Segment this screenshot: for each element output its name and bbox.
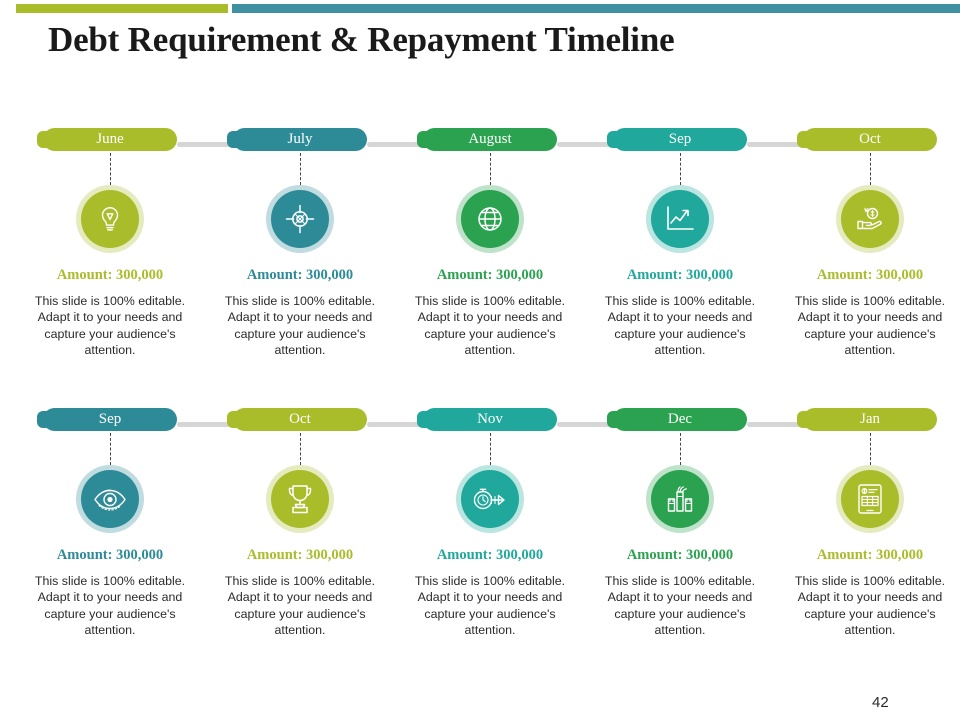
month-label: Nov: [477, 411, 503, 427]
month-pill-sep[interactable]: Sep: [37, 408, 177, 431]
dashed-connector: [109, 153, 111, 185]
amount-label: Amount: 300,000: [436, 267, 544, 283]
milestone-icon-badge[interactable]: [76, 465, 144, 533]
amount-label: Amount: 300,000: [56, 547, 164, 563]
dashed-connector: [109, 433, 111, 465]
milestone-description: This slide is 100% editable. Adapt it to…: [414, 294, 566, 358]
month-label: Dec: [667, 411, 693, 427]
month-pill-sep[interactable]: Sep: [607, 128, 747, 151]
month-label: Oct: [289, 411, 311, 427]
milestone-icon-badge[interactable]: [266, 185, 334, 253]
hand-money-icon: [841, 190, 899, 248]
amount-label: Amount: 300,000: [626, 547, 734, 563]
milestone-icon-badge[interactable]: [646, 465, 714, 533]
milestone-icon-badge[interactable]: [836, 465, 904, 533]
timeline-connector: [367, 142, 423, 147]
month-pill-oct[interactable]: Oct: [797, 128, 937, 151]
month-label: Sep: [668, 131, 692, 147]
dashed-connector: [299, 153, 301, 185]
month-label: Sep: [98, 411, 122, 427]
dashed-connector: [489, 433, 491, 465]
dashed-connector: [679, 153, 681, 185]
milestone-icon-badge[interactable]: [266, 465, 334, 533]
dashed-connector: [869, 153, 871, 185]
growth-chart-icon: [651, 190, 709, 248]
milestone-icon-badge[interactable]: [646, 185, 714, 253]
milestone-description: This slide is 100% editable. Adapt it to…: [794, 294, 946, 358]
timeline-connector: [177, 422, 233, 427]
trophy-icon: [271, 470, 329, 528]
month-pill-oct[interactable]: Oct: [227, 408, 367, 431]
dashed-connector: [869, 433, 871, 465]
milestone-icon-badge[interactable]: [76, 185, 144, 253]
timeline-connector: [747, 142, 803, 147]
eye-icon: [81, 470, 139, 528]
month-label: Oct: [859, 131, 881, 147]
milestone-icon-badge[interactable]: [456, 185, 524, 253]
dashed-connector: [489, 153, 491, 185]
month-label: June: [96, 131, 124, 147]
stopwatch-arrow-icon: [461, 470, 519, 528]
amount-label: Amount: 300,000: [246, 547, 354, 563]
milestone-description: This slide is 100% editable. Adapt it to…: [34, 294, 186, 358]
page-number: 42: [872, 694, 889, 711]
milestone-description: This slide is 100% editable. Adapt it to…: [224, 294, 376, 358]
target-icon: [271, 190, 329, 248]
month-label: August: [468, 131, 512, 147]
amount-label: Amount: 300,000: [436, 547, 544, 563]
milestone-description: This slide is 100% editable. Adapt it to…: [414, 574, 566, 638]
month-label: Jan: [860, 411, 880, 427]
month-pill-dec[interactable]: Dec: [607, 408, 747, 431]
tablet-invoice-icon: [841, 470, 899, 528]
amount-label: Amount: 300,000: [56, 267, 164, 283]
month-pill-august[interactable]: August: [417, 128, 557, 151]
month-pill-nov[interactable]: Nov: [417, 408, 557, 431]
hands-raised-icon: [651, 470, 709, 528]
dashed-connector: [299, 433, 301, 465]
amount-label: Amount: 300,000: [626, 267, 734, 283]
milestone-description: This slide is 100% editable. Adapt it to…: [34, 574, 186, 638]
page-title: Debt Requirement & Repayment Timeline: [48, 20, 675, 59]
globe-icon: [461, 190, 519, 248]
milestone-description: This slide is 100% editable. Adapt it to…: [604, 294, 756, 358]
timeline-connector: [557, 142, 613, 147]
milestone-description: This slide is 100% editable. Adapt it to…: [224, 574, 376, 638]
timeline-connector: [177, 142, 233, 147]
month-label: July: [287, 131, 313, 147]
month-pill-jan[interactable]: Jan: [797, 408, 937, 431]
amount-label: Amount: 300,000: [246, 267, 354, 283]
accent-bar-right: [232, 4, 960, 13]
milestone-description: This slide is 100% editable. Adapt it to…: [604, 574, 756, 638]
amount-label: Amount: 300,000: [816, 547, 924, 563]
lightbulb-icon: [81, 190, 139, 248]
month-pill-july[interactable]: July: [227, 128, 367, 151]
timeline-connector: [557, 422, 613, 427]
dashed-connector: [679, 433, 681, 465]
milestone-description: This slide is 100% editable. Adapt it to…: [794, 574, 946, 638]
month-pill-june[interactable]: June: [37, 128, 177, 151]
accent-bar-left: [16, 4, 228, 13]
timeline-connector: [367, 422, 423, 427]
amount-label: Amount: 300,000: [816, 267, 924, 283]
milestone-icon-badge[interactable]: [836, 185, 904, 253]
milestone-icon-badge[interactable]: [456, 465, 524, 533]
timeline-connector: [747, 422, 803, 427]
